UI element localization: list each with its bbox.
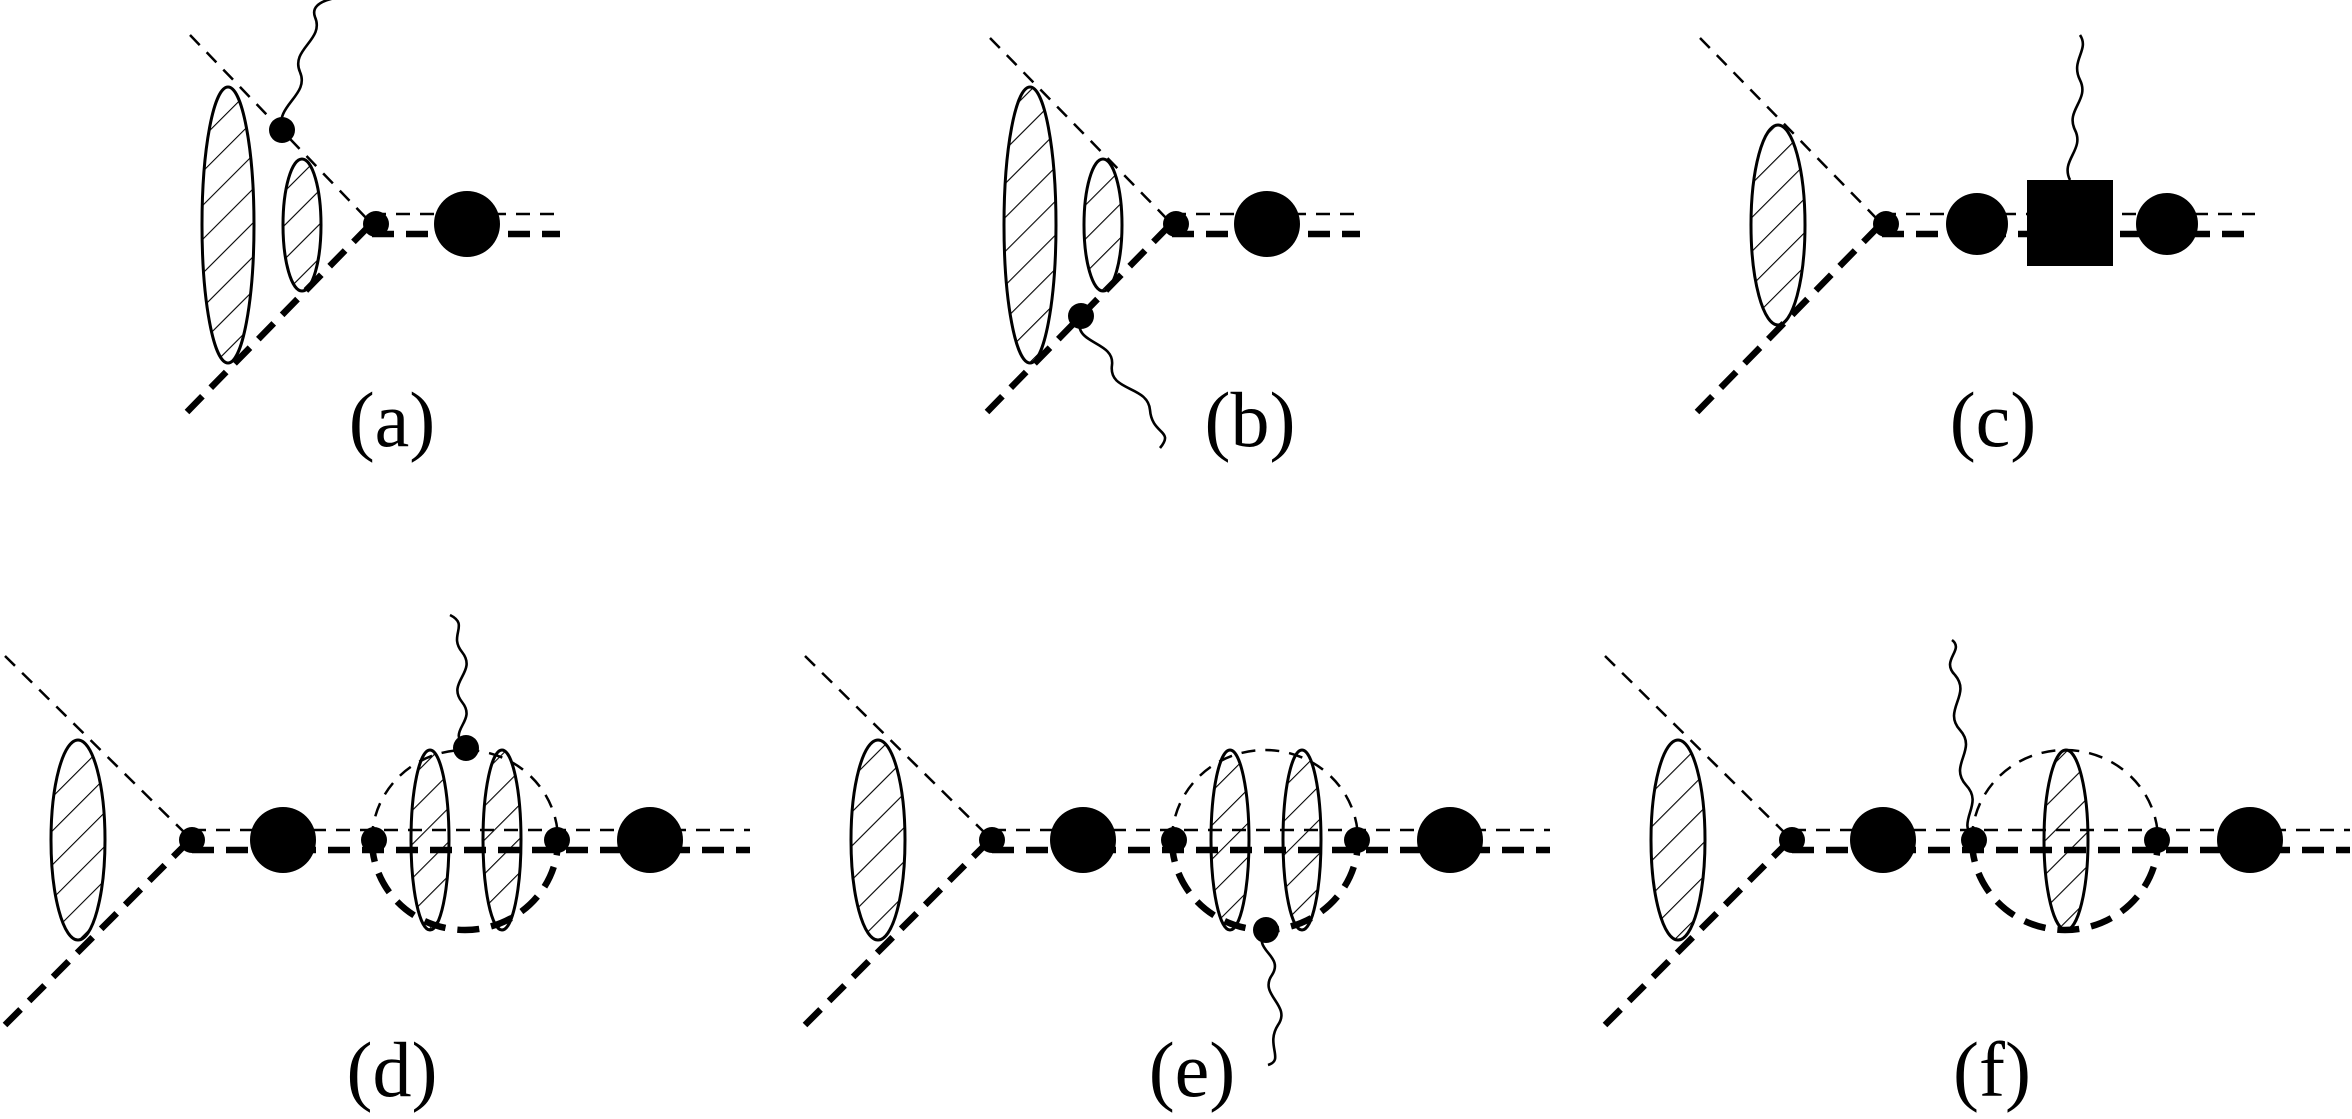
hatched-blob (1749, 123, 1807, 327)
vertex-dot (1873, 211, 1899, 237)
hatched-blob (1281, 748, 1323, 932)
large-hatched-blob (1002, 85, 1058, 365)
panel-label: (b) (1205, 376, 1296, 463)
propagator-dot (2136, 193, 2198, 255)
incoming-thick-dashed-line (984, 222, 1173, 415)
insertion-square (2027, 180, 2113, 266)
propagator-dot (617, 807, 683, 873)
vertex-dot (2144, 827, 2170, 853)
incoming-thick-dashed-line (2, 837, 193, 1028)
photon-vertex-dot (1253, 917, 1279, 943)
propagator-dot (1050, 807, 1116, 873)
vertex-dot (1161, 827, 1187, 853)
vertex-dot (1344, 827, 1370, 853)
panel-f: (f) (1602, 638, 2350, 1113)
hatched-blob (2042, 748, 2090, 932)
incoming-thin-dashed-line (989, 37, 1171, 223)
vertex-dot (361, 827, 387, 853)
incoming-thin-dashed-line (1604, 655, 1791, 839)
photon-wavy-line (1948, 638, 1975, 841)
panel-label: (c) (1950, 376, 2037, 463)
outgoing-double-line (372, 212, 560, 238)
loop-bubble (1968, 748, 2162, 934)
panel-label: (a) (349, 376, 436, 463)
panel-e: (e) (802, 655, 1550, 1113)
panel-label: (d) (347, 1026, 438, 1113)
photon-wavy-line (1078, 315, 1167, 449)
hatched-blob (409, 748, 451, 932)
vertex-dot (179, 827, 205, 853)
vertex-dot (979, 827, 1005, 853)
incoming-thick-dashed-line (802, 837, 993, 1028)
photon-wavy-line (1260, 929, 1283, 1067)
propagator-dot (1946, 193, 2008, 255)
vertex-dot (1779, 827, 1805, 853)
vertex-dot (1163, 211, 1189, 237)
photon-vertex-dot (453, 735, 479, 761)
photon-vertex-dot (269, 117, 295, 143)
hatched-blob (1209, 748, 1251, 932)
panel-c: (c) (1694, 34, 2255, 463)
hatched-blob (1649, 738, 1707, 942)
incoming-thin-dashed-line (804, 655, 991, 839)
hatched-blob (481, 748, 523, 932)
panel-label: (f) (1953, 1026, 2031, 1113)
hatched-blob (849, 738, 907, 942)
incoming-thin-dashed-line (1699, 37, 1881, 223)
panel-d: (d) (2, 613, 750, 1113)
propagator-dot (1234, 191, 1300, 257)
propagator-dot (434, 191, 500, 257)
large-hatched-blob (200, 85, 256, 365)
loop-bubble (1168, 748, 1362, 934)
small-hatched-blob (281, 157, 323, 293)
vertex-dot (544, 827, 570, 853)
panel-label: (e) (1149, 1026, 1236, 1113)
hatched-blob (49, 738, 107, 942)
panel-b: (b) (984, 37, 1360, 463)
photon-wavy-line (449, 613, 468, 749)
propagator-dot (1417, 807, 1483, 873)
photon-wavy-line (2066, 34, 2085, 181)
photon-vertex-dot (1068, 303, 1094, 329)
propagator-dot (250, 807, 316, 873)
incoming-thick-dashed-line (1602, 837, 1793, 1028)
incoming-thick-dashed-line (1694, 222, 1883, 415)
propagator-dot (2217, 807, 2283, 873)
outgoing-double-line (1172, 212, 1360, 238)
photon-wavy-line (279, 0, 333, 131)
panel-a: (a) (184, 0, 560, 463)
vertex-dot (363, 211, 389, 237)
small-hatched-blob (1082, 157, 1124, 293)
incoming-thin-dashed-line (4, 655, 191, 839)
incoming-thick-dashed-line (184, 222, 373, 415)
propagator-dot (1850, 807, 1916, 873)
loop-bubble (368, 748, 562, 934)
